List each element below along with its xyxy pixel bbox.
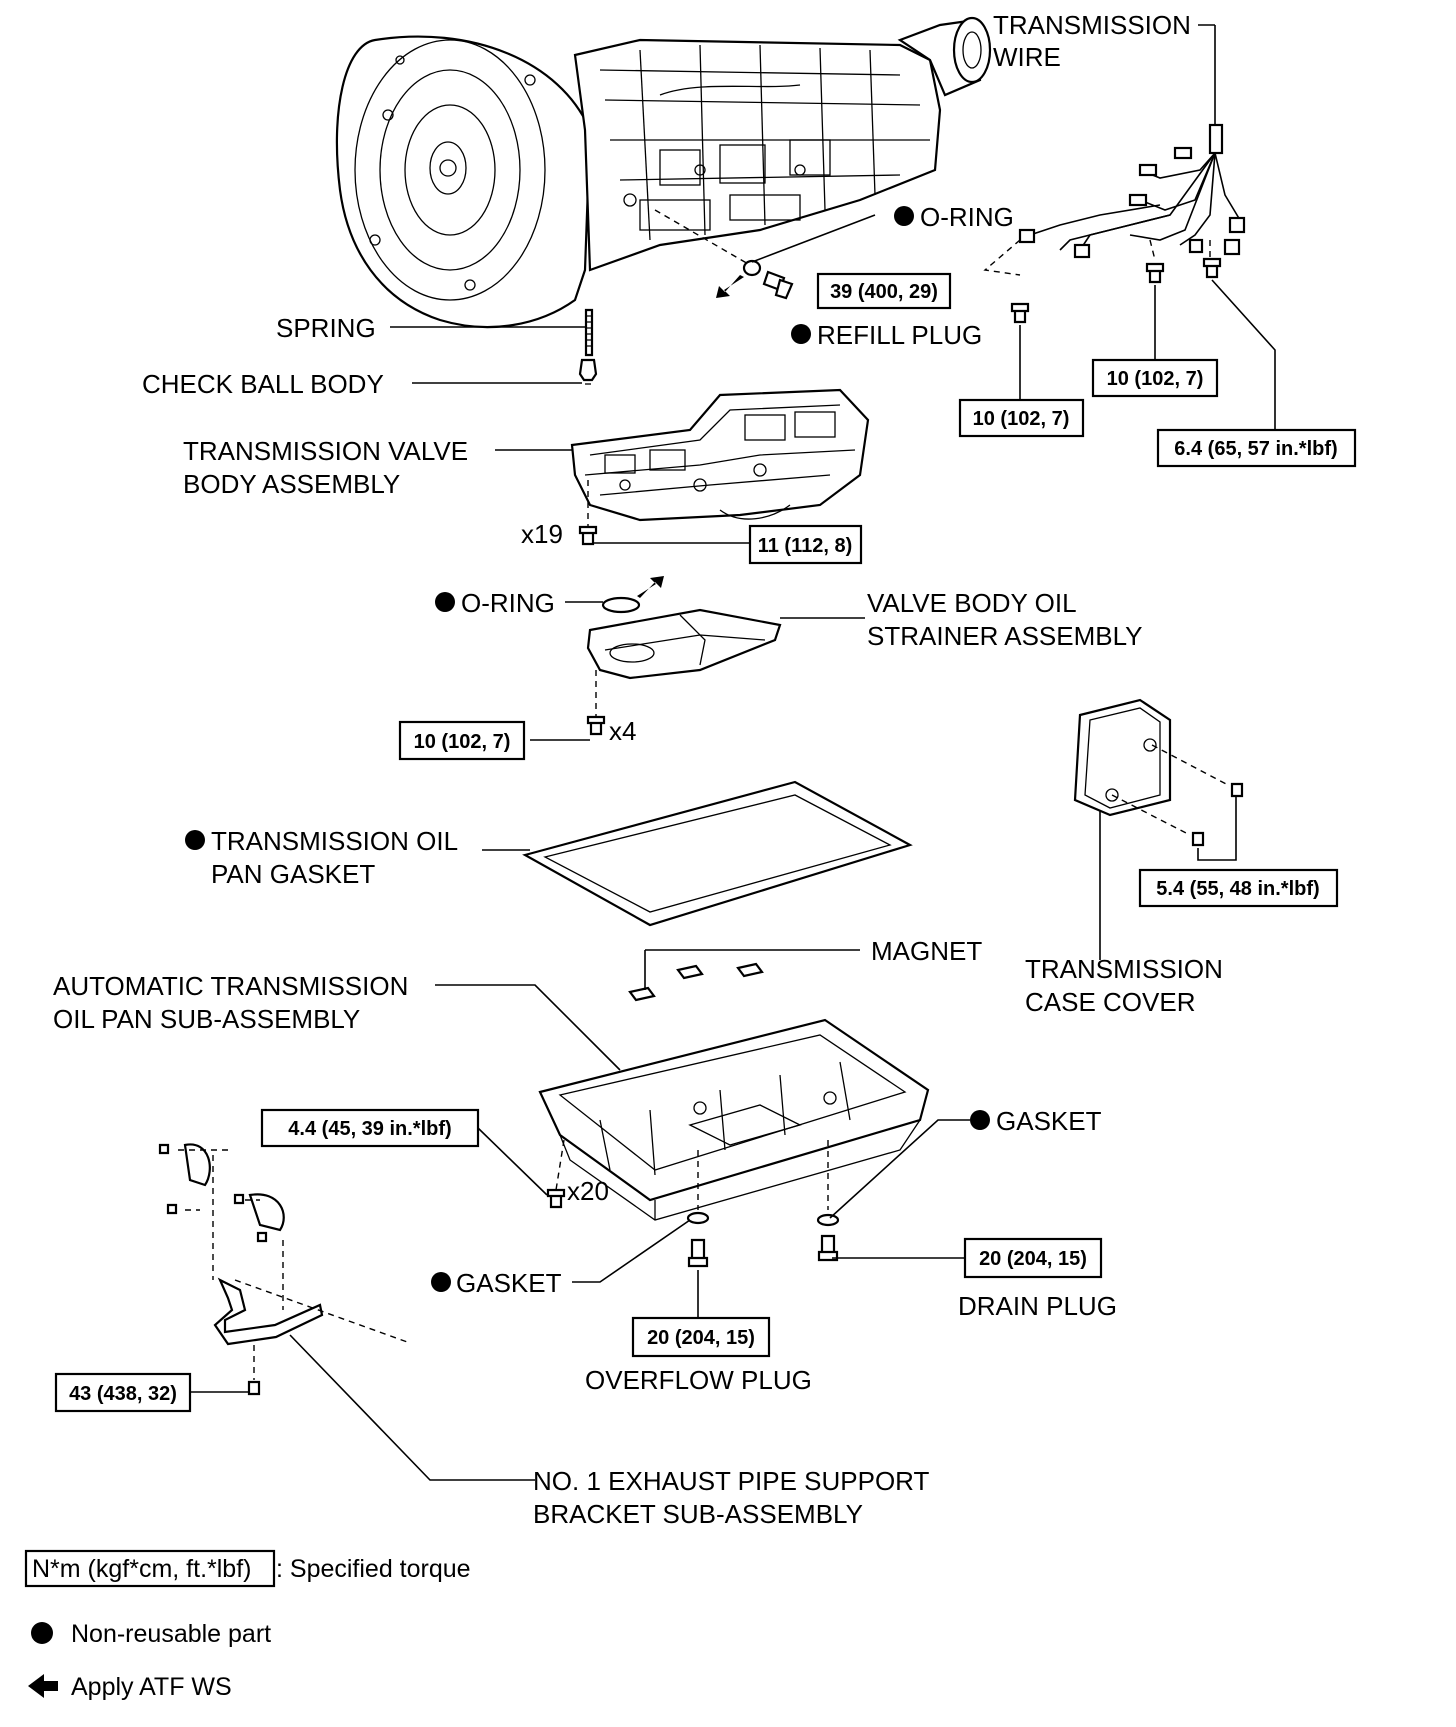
label-bracket-2: BRACKET SUB-ASSEMBLY (533, 1499, 863, 1529)
transmission-wire-harness (1018, 25, 1246, 259)
part-labels: TRANSMISSION WIRE O-RING REFILL PLUG SPR… (53, 10, 1223, 1529)
torque-strainer: 10 (102, 7) (414, 731, 511, 753)
wire-bolts (983, 239, 1222, 324)
label-transmission-wire-2: WIRE (993, 42, 1061, 72)
label-strainer-1: VALVE BODY OIL (867, 588, 1077, 618)
label-overflow-plug: OVERFLOW PLUG (585, 1365, 812, 1395)
torque-drain-plug: 20 (204, 15) (979, 1248, 1087, 1270)
leader-lines (190, 24, 1276, 1481)
label-transmission-wire-1: TRANSMISSION (993, 10, 1191, 40)
label-check-ball-body: CHECK BALL BODY (142, 369, 384, 399)
label-gasket-right: GASKET (996, 1106, 1102, 1136)
label-pan-gasket-2: PAN GASKET (211, 859, 375, 889)
label-strainer-2: STRAINER ASSEMBLY (867, 621, 1143, 651)
label-pan-gasket-1: TRANSMISSION OIL (211, 826, 458, 856)
bullet-icon (435, 592, 455, 612)
label-refill-plug: REFILL PLUG (817, 320, 982, 350)
oil-pan-gasket-drawing (522, 780, 913, 927)
torque-boxes: 39 (400, 29) 10 (102, 7) 10 (102, 7) 6.4… (54, 272, 1357, 1413)
torque-bracket: 43 (438, 32) (69, 1383, 177, 1405)
torque-wire-bolt-b: 10 (102, 7) (973, 408, 1070, 430)
bullet-icon (791, 324, 811, 344)
label-qty-x19: x19 (521, 519, 563, 549)
bullet-icon (970, 1110, 990, 1130)
label-drain-plug: DRAIN PLUG (958, 1291, 1117, 1321)
label-o-ring-mid: O-RING (461, 588, 555, 618)
label-bracket-1: NO. 1 EXHAUST PIPE SUPPORT (533, 1466, 929, 1496)
torque-refill-plug: 39 (400, 29) (830, 281, 938, 303)
label-spring: SPRING (276, 313, 376, 343)
spring-check-ball (578, 308, 598, 385)
label-oil-pan-2: OIL PAN SUB-ASSEMBLY (53, 1004, 360, 1034)
legend-torque-box (24, 1549, 276, 1588)
legend-arrow-icon (28, 1674, 58, 1698)
refill-plug-parts (654, 209, 876, 300)
non-reusable-markers (185, 206, 990, 1292)
legend-torque-unit: N*m (kgf*cm, ft.*lbf) (32, 1555, 251, 1583)
label-case-cover-1: TRANSMISSION (1025, 954, 1223, 984)
legend-bullet-icon (31, 1622, 53, 1644)
torque-oil-pan: 4.4 (45, 39 in.*lbf) (288, 1118, 451, 1140)
legend-non-reusable: Non-reusable part (71, 1620, 271, 1648)
apply-atf-arrow-icon (716, 275, 744, 298)
torque-overflow-plug: 20 (204, 15) (647, 1327, 755, 1349)
label-magnet: MAGNET (871, 936, 982, 966)
label-qty-x20: x20 (567, 1176, 609, 1206)
label-valve-body-1: TRANSMISSION VALVE (183, 436, 468, 466)
bullet-icon (431, 1272, 451, 1292)
torque-wire-bolt-a: 10 (102, 7) (1107, 368, 1204, 390)
torque-valve-body: 11 (112, 8) (758, 535, 853, 557)
legend-apply: Apply ATF WS (71, 1673, 232, 1701)
bullet-icon (185, 830, 205, 850)
label-oil-pan-1: AUTOMATIC TRANSMISSION (53, 971, 408, 1001)
label-o-ring-top: O-RING (920, 202, 1014, 232)
label-valve-body-2: BODY ASSEMBLY (183, 469, 400, 499)
drain-overflow-plugs (686, 1211, 840, 1268)
strainer-drawing (586, 576, 782, 736)
label-gasket-left: GASKET (456, 1268, 562, 1298)
magnets (628, 962, 764, 1002)
apply-atf-arrow-icon-2 (637, 576, 664, 598)
torque-wire-bolt-c: 6.4 (65, 57 in.*lbf) (1174, 438, 1337, 460)
transmission-assembly-drawing (335, 16, 992, 329)
label-case-cover-2: CASE COVER (1025, 987, 1196, 1017)
legend-torque-text: : Specified torque (276, 1555, 471, 1583)
transmission-case-cover-drawing (1073, 698, 1244, 847)
bullet-icon (894, 206, 914, 226)
exhaust-bracket-drawing (158, 1143, 411, 1396)
legend: N*m (kgf*cm, ft.*lbf) : Specified torque… (24, 1549, 471, 1701)
valve-body-drawing (570, 388, 870, 546)
label-qty-x4: x4 (609, 716, 636, 746)
oil-pan-drawing (538, 1018, 930, 1221)
torque-case-cover: 5.4 (55, 48 in.*lbf) (1156, 878, 1319, 900)
